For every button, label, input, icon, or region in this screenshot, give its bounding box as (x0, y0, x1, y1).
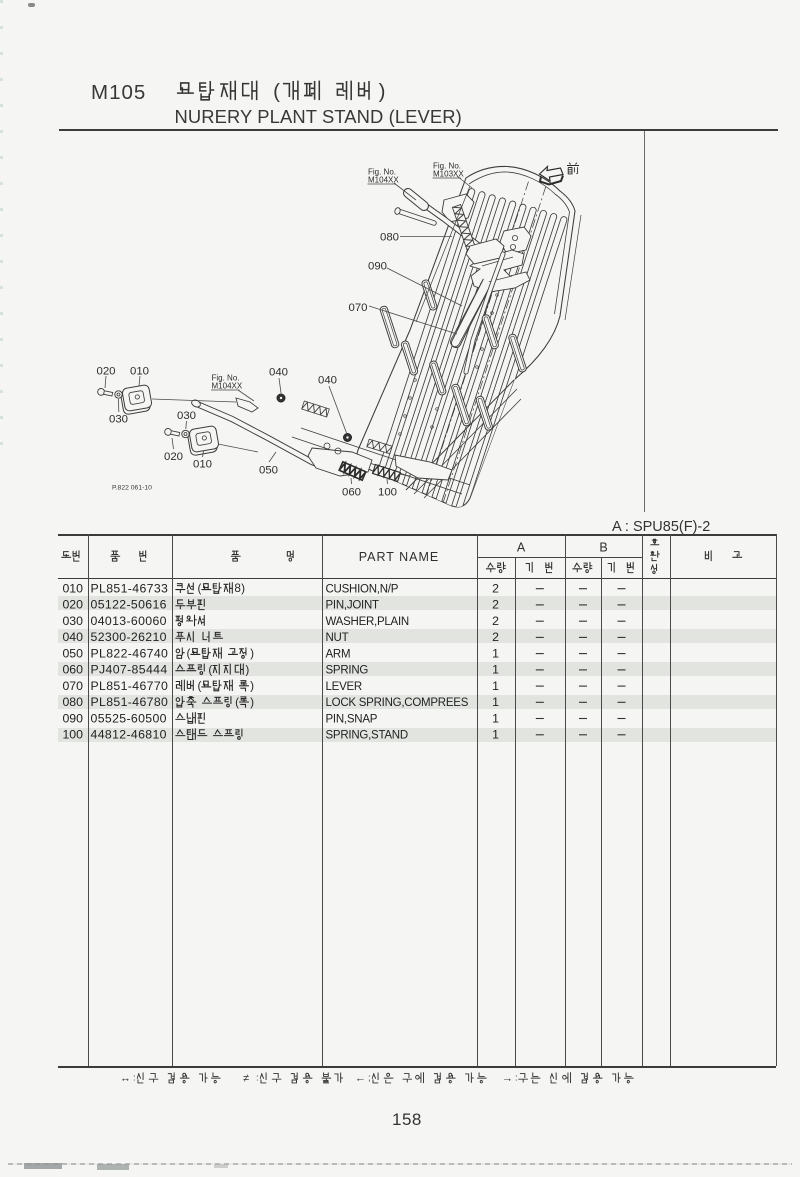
svg-text:PL851-46770: PL851-46770 (91, 679, 169, 693)
svg-text:SPRING,STAND: SPRING,STAND (326, 730, 408, 742)
svg-text:PART NAME: PART NAME (359, 550, 440, 564)
svg-text:020: 020 (164, 451, 183, 463)
svg-text:PL851-46733: PL851-46733 (91, 582, 169, 596)
svg-text:1: 1 (492, 695, 499, 709)
svg-text:(: ( (197, 680, 201, 693)
svg-text:020: 020 (96, 366, 115, 378)
svg-text:010: 010 (62, 582, 83, 596)
svg-text:LEVER: LEVER (326, 681, 362, 693)
svg-text:05122-50616: 05122-50616 (91, 598, 167, 612)
svg-text:2: 2 (492, 582, 499, 596)
svg-text:LOCK SPRING,COMPREES: LOCK SPRING,COMPREES (326, 697, 469, 709)
svg-text:(: ( (186, 647, 190, 660)
svg-text:): ) (250, 696, 254, 709)
svg-text:2: 2 (492, 614, 499, 628)
svg-text:Fig. No.: Fig. No. (368, 168, 396, 177)
svg-text:090: 090 (62, 711, 83, 725)
svg-text:B: B (599, 541, 607, 555)
svg-text:≠: ≠ (243, 1073, 249, 1085)
svg-text:←: ← (355, 1073, 366, 1085)
svg-text:1: 1 (492, 663, 499, 677)
svg-text:WASHER,PLAIN: WASHER,PLAIN (326, 616, 409, 628)
svg-text:(: ( (235, 696, 239, 709)
svg-text:060: 060 (342, 487, 361, 499)
svg-text:): ) (250, 680, 254, 693)
svg-text:;: ; (368, 1073, 371, 1084)
svg-text:Fig. No.: Fig. No. (212, 374, 240, 383)
svg-text:010: 010 (193, 459, 212, 471)
svg-text:): ) (379, 80, 386, 103)
svg-text::: : (515, 1073, 518, 1084)
svg-text:Fig. No.: Fig. No. (433, 162, 461, 171)
svg-text:): ) (241, 582, 245, 595)
svg-text:ARM: ARM (326, 648, 351, 660)
svg-text:030: 030 (177, 410, 196, 422)
svg-text:060: 060 (62, 663, 83, 677)
svg-text:04013-60060: 04013-60060 (91, 614, 167, 628)
svg-text:M103XX: M103XX (433, 170, 464, 179)
svg-text:1: 1 (492, 728, 499, 742)
svg-text:): ) (245, 663, 249, 676)
svg-text:CUSHION,N/P: CUSHION,N/P (326, 584, 399, 596)
svg-text:090: 090 (368, 261, 387, 273)
svg-text:P.822 061-10: P.822 061-10 (112, 485, 152, 492)
svg-text:050: 050 (62, 646, 83, 660)
svg-text:100: 100 (62, 728, 83, 742)
svg-text:(: ( (273, 80, 280, 103)
svg-text:050: 050 (259, 465, 278, 477)
svg-text:030: 030 (62, 614, 83, 628)
svg-text:1: 1 (492, 646, 499, 660)
svg-text:100: 100 (378, 487, 397, 499)
svg-text:05525-60500: 05525-60500 (91, 711, 167, 725)
svg-text:080: 080 (62, 695, 83, 709)
svg-text:SPRING: SPRING (326, 665, 369, 677)
svg-text:↔: ↔ (120, 1073, 131, 1085)
svg-text:M104XX: M104XX (212, 382, 243, 391)
svg-text:→: → (502, 1073, 513, 1085)
svg-text:(: ( (208, 663, 212, 676)
svg-text:PIN,JOINT: PIN,JOINT (326, 600, 380, 612)
svg-text:PIN,SNAP: PIN,SNAP (326, 713, 378, 725)
svg-text:040: 040 (318, 375, 337, 387)
svg-text:A: A (517, 541, 526, 555)
svg-text:1: 1 (492, 679, 499, 693)
svg-text:M104XX: M104XX (368, 176, 399, 185)
svg-text:020: 020 (62, 598, 83, 612)
svg-text:8: 8 (234, 582, 241, 595)
svg-text::: : (133, 1073, 136, 1084)
svg-text:52300-26210: 52300-26210 (91, 630, 167, 644)
svg-text:030: 030 (109, 414, 128, 426)
svg-text:010: 010 (130, 366, 149, 378)
svg-text:1: 1 (492, 711, 499, 725)
svg-text:070: 070 (348, 302, 367, 314)
svg-text:080: 080 (380, 232, 399, 244)
svg-text:PJ407-85444: PJ407-85444 (91, 663, 168, 677)
svg-text:070: 070 (62, 679, 83, 693)
svg-text:44812-46810: 44812-46810 (91, 728, 167, 742)
svg-text:040: 040 (269, 367, 288, 379)
svg-text:): ) (250, 647, 254, 660)
svg-text::: : (256, 1073, 259, 1084)
svg-text:2: 2 (492, 630, 499, 644)
svg-text:2: 2 (492, 598, 499, 612)
svg-text:PL822-46740: PL822-46740 (91, 646, 169, 660)
svg-text:(: ( (197, 582, 201, 595)
svg-text:PL851-46780: PL851-46780 (91, 695, 169, 709)
svg-text:040: 040 (62, 630, 83, 644)
svg-text:NUT: NUT (326, 632, 349, 644)
